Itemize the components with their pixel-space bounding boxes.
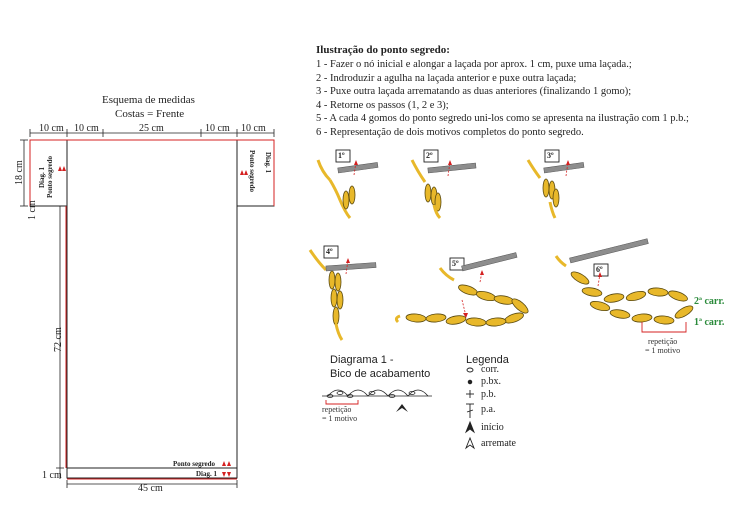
step-3: 3 - Puxe outra laçada arrematando as dua… <box>316 86 632 98</box>
row-label-2: 2ª carr. <box>694 296 725 307</box>
step-1: 1 - Fazer o nó inicial e alongar a laçad… <box>316 59 632 70</box>
step-5: 5 - A cada 4 gomos do ponto segredo uni-… <box>316 113 689 125</box>
illustration-title: Ilustração do ponto segredo: <box>316 44 450 56</box>
diagram-1-start-arrow <box>396 404 408 412</box>
schema-title: Esquema de medidas <box>102 94 195 106</box>
step-4: 4 - Retorne os passos (1, 2 e 3); <box>316 99 449 111</box>
figure-6 <box>554 238 696 333</box>
schema-subtitle: Costas = Frente <box>115 108 185 120</box>
red-direction-arrows <box>58 166 248 477</box>
dim-left-shoulder: 10 cm <box>74 123 99 134</box>
legend-label-pb: p.b. <box>481 389 496 400</box>
fig-label-5: 5º <box>452 259 459 268</box>
dim-right-sleeve: 10 cm <box>241 123 266 134</box>
figure-1 <box>316 149 379 219</box>
figure-3 <box>526 149 585 219</box>
red-measure-lines <box>29 139 275 480</box>
figure-5 <box>394 252 531 328</box>
legend-label-inicio: início <box>481 422 504 433</box>
dim-neck: 25 cm <box>139 123 164 134</box>
legend-label-pa: p.a. <box>481 404 496 415</box>
row-label-1: 1ª carr. <box>694 317 725 328</box>
diagram-1-repeat-bracket <box>325 400 359 405</box>
dim-width: 45 cm <box>138 483 163 494</box>
fig-label-6: 6º <box>596 265 603 274</box>
diagram-1-title-1: Diagrama 1 - <box>330 354 394 366</box>
fig-label-2: 2º <box>426 151 433 160</box>
illustration-steps: 1 - Fazer o nó inicial e alongar a laçad… <box>316 58 689 140</box>
legend-label-corr: corr. <box>481 364 500 375</box>
fig-label-4: 4º <box>326 247 333 256</box>
double-crochet-t-icon <box>466 403 474 418</box>
legend-title: Legenda <box>466 354 509 366</box>
dim-bottom-gap: 1 cm <box>42 470 62 481</box>
diagram-1-title-2: Bico de acabamento <box>330 368 431 380</box>
dim-right-shoulder: 10 cm <box>205 123 230 134</box>
diagram-1-repeat-label: repetição = 1 motivo <box>322 405 358 423</box>
figure-2 <box>410 149 477 220</box>
legend-icons <box>464 367 476 450</box>
finish-arrow-icon <box>464 436 476 450</box>
bottom-band-outline <box>66 467 238 479</box>
chain-oval-icon <box>466 367 474 373</box>
step-6: 6 - Representação de dois motivos comple… <box>316 126 584 138</box>
diagram-1-chart <box>322 389 432 398</box>
bottom-panel-stitch: Ponto segredo <box>173 460 216 468</box>
start-arrow-icon <box>464 420 476 434</box>
fig6-repeat-label: repetição = 1 motivo <box>645 337 681 355</box>
fig-label-1: 1º <box>338 151 345 160</box>
single-crochet-plus-icon <box>466 390 474 398</box>
bottom-panel-diag: Diag. 1 <box>196 470 217 478</box>
legend-label-pbx: p.bx. <box>481 376 501 387</box>
slip-stitch-dot-icon <box>467 379 473 385</box>
dimension-ticks <box>20 129 275 488</box>
step-2: 2 - Indroduzir a agulha na laçada anteri… <box>316 72 577 84</box>
figure-4 <box>308 245 377 341</box>
fig-label-3: 3º <box>547 151 554 160</box>
legend-label-arremate: arremate <box>481 438 516 449</box>
dim-left-sleeve: 10 cm <box>39 123 64 134</box>
